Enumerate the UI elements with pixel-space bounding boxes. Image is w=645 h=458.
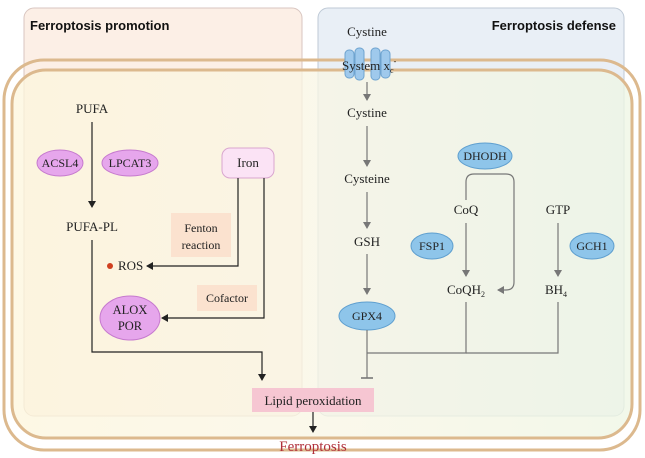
por-label: POR: [118, 319, 143, 333]
cell-outer-membrane: [2, 58, 642, 452]
cysteine-label: Cysteine: [344, 171, 390, 186]
lpcat3-label: LPCAT3: [109, 156, 152, 170]
fenton-line2: reaction: [182, 238, 221, 252]
ferroptosis-label: Ferroptosis: [279, 439, 347, 455]
ros-label: ROS: [118, 258, 143, 273]
fsp1-label: FSP1: [419, 239, 445, 253]
fenton-line1: Fenton: [184, 221, 217, 235]
bh4-inhibit-line: [466, 302, 559, 354]
promotion-title: Ferroptosis promotion: [30, 18, 169, 33]
iron-to-ros-arrow: [146, 178, 239, 270]
ros-dot: [107, 263, 113, 269]
iron-to-alox-arrow: [161, 178, 265, 322]
gtp-label: GTP: [546, 202, 571, 217]
coq-label: CoQ: [454, 202, 479, 217]
pufa-pl-label: PUFA-PL: [66, 219, 118, 234]
lipid-peroxidation-box: [252, 388, 374, 412]
cystine-inner-label: Cystine: [347, 105, 387, 120]
gch1-enzyme: [569, 232, 615, 260]
iron-label: Iron: [237, 155, 259, 170]
defense-title: Ferroptosis defense: [492, 18, 616, 33]
pufapl-to-lipid-arrow: [91, 240, 266, 381]
dhodh-enzyme: [457, 142, 513, 170]
lpcat3-enzyme: [101, 149, 159, 177]
acsl4-enzyme: [36, 149, 84, 177]
system-xc-label: System xc-: [342, 57, 397, 75]
pufa-label: PUFA: [76, 101, 109, 116]
cell-inner-membrane: [10, 68, 634, 440]
fenton-reaction-box: [171, 213, 231, 257]
cofactor-label: Cofactor: [206, 291, 248, 305]
cystine-top-label: Cystine: [347, 24, 387, 39]
bh4-label: BH4: [545, 282, 567, 299]
system-xc-transporter: [344, 47, 391, 81]
cofactor-box: [197, 285, 257, 311]
gch1-label: GCH1: [576, 239, 607, 253]
fsp1-enzyme: [410, 232, 454, 260]
dhodh-label: DHODH: [463, 149, 507, 163]
iron-box: [221, 147, 275, 179]
lipid-peroxidation-label: Lipid peroxidation: [264, 393, 362, 408]
acsl4-label: ACSL4: [42, 156, 79, 170]
dhodh-loop-arrow: [465, 173, 515, 294]
gsh-label: GSH: [354, 234, 380, 249]
alox-label: ALOX: [113, 303, 148, 317]
gpx4-label: GPX4: [352, 309, 382, 323]
alox-por-enzyme: [99, 295, 161, 341]
coqh2-label: CoQH2: [447, 282, 485, 299]
